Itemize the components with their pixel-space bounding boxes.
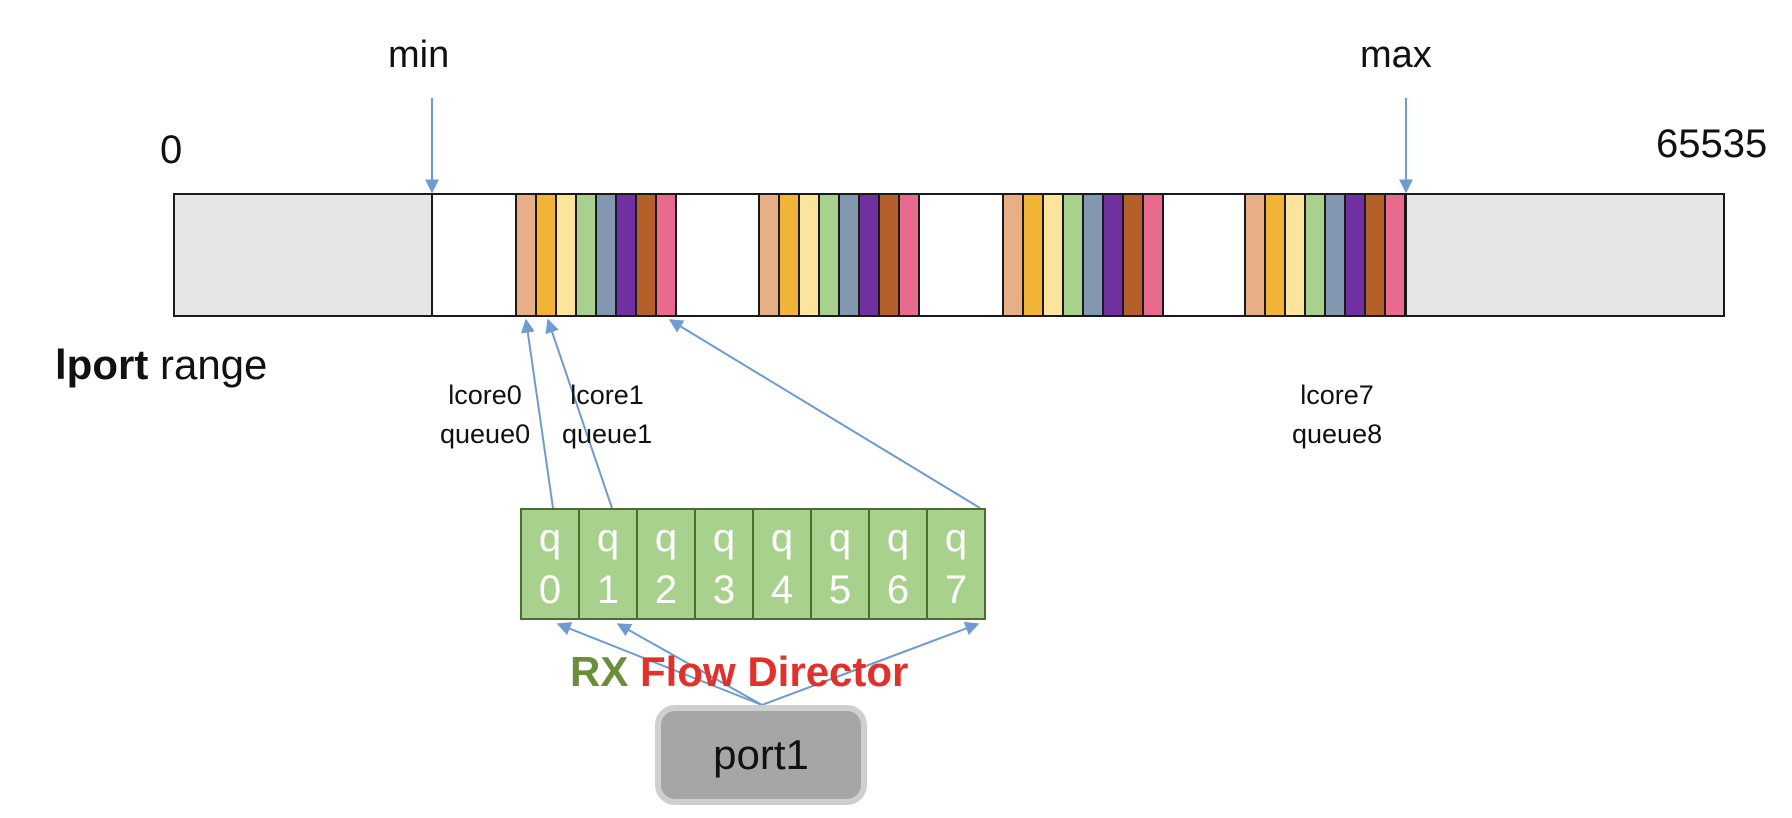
rx-text: RX bbox=[570, 648, 629, 695]
port-to-q1-arrow bbox=[616, 623, 763, 706]
queue-stripe-g3-7 bbox=[1384, 193, 1406, 317]
queue-stripe-g1-1 bbox=[778, 193, 800, 317]
queue-number: 5 bbox=[828, 568, 852, 612]
queue-stripe-g0-7 bbox=[655, 193, 677, 317]
lcore1-queue1-label: lcore1 queue1 bbox=[562, 376, 652, 454]
queue-stripe-g2-7 bbox=[1142, 193, 1164, 317]
flow-director-text: Flow Director bbox=[628, 648, 909, 695]
arrows bbox=[425, 98, 1413, 706]
queue0-text: queue0 bbox=[440, 419, 531, 450]
queue-letter: q bbox=[828, 516, 852, 560]
queue-stripe-g1-3 bbox=[818, 193, 840, 317]
queue-stripe-g2-2 bbox=[1042, 193, 1064, 317]
min-label: min bbox=[388, 34, 450, 76]
queue-number: 1 bbox=[596, 568, 620, 612]
queue-stripe-g0-0 bbox=[515, 193, 537, 317]
queue-stripe-g3-1 bbox=[1264, 193, 1286, 317]
queue-stripe-g2-6 bbox=[1122, 193, 1144, 317]
queue-letter: q bbox=[596, 516, 620, 560]
queue-number: 4 bbox=[770, 568, 794, 612]
lcore0-queue0-label: lcore0 queue0 bbox=[440, 376, 530, 454]
q0-to-lcore0-arrow bbox=[520, 318, 554, 509]
queue-stripe-g1-6 bbox=[878, 193, 900, 317]
queue-number: 6 bbox=[886, 568, 910, 612]
zero-label: 0 bbox=[160, 128, 183, 172]
queue-stripe-g2-5 bbox=[1102, 193, 1124, 317]
queue-stripe-g3-5 bbox=[1344, 193, 1366, 317]
max-port-label: 65535 bbox=[1656, 122, 1768, 166]
queue-stripe-g0-3 bbox=[575, 193, 597, 317]
queue-stripe-g0-4 bbox=[595, 193, 617, 317]
queue8-text: queue8 bbox=[1292, 419, 1383, 450]
q1-to-lcore1-arrow bbox=[545, 318, 613, 509]
queue-stripe-g1-5 bbox=[858, 193, 880, 317]
queue-number: 7 bbox=[944, 568, 968, 612]
queue-letter: q bbox=[654, 516, 678, 560]
queue-number: 2 bbox=[654, 568, 678, 612]
max-label: max bbox=[1360, 34, 1432, 76]
lcore7-text: lcore7 bbox=[1300, 380, 1374, 410]
queue-stripe-g3-4 bbox=[1324, 193, 1346, 317]
queue-letter: q bbox=[712, 516, 736, 560]
queue1-text: queue1 bbox=[562, 419, 653, 450]
queue-stripe-g0-6 bbox=[635, 193, 657, 317]
queue-stripe-g1-0 bbox=[758, 193, 780, 317]
q7-to-lcore7-arrow bbox=[668, 319, 981, 509]
port1-label: port1 bbox=[713, 731, 809, 778]
queue-number: 0 bbox=[538, 568, 562, 612]
queue-stripe-g3-3 bbox=[1304, 193, 1326, 317]
queue-stripe-g0-1 bbox=[535, 193, 557, 317]
queue-stripe-g3-2 bbox=[1284, 193, 1306, 317]
lport-range-label: lport range bbox=[55, 344, 267, 386]
queue-stripe-g2-1 bbox=[1022, 193, 1044, 317]
queue-stripe-g2-4 bbox=[1082, 193, 1104, 317]
port1-box: port1 bbox=[655, 705, 867, 805]
queue-letter: q bbox=[944, 516, 968, 560]
queue-stripe-g3-6 bbox=[1364, 193, 1386, 317]
queue-stripe-g3-0 bbox=[1244, 193, 1266, 317]
port-to-q0-arrow bbox=[556, 622, 763, 706]
queue-stripe-g0-2 bbox=[555, 193, 577, 317]
queue-number: 3 bbox=[712, 568, 736, 612]
queue-stripe-g1-7 bbox=[898, 193, 920, 317]
out-of-range-high bbox=[1405, 193, 1725, 317]
lcore0-text: lcore0 bbox=[448, 380, 522, 410]
queue-stripe-g0-5 bbox=[615, 193, 637, 317]
queue-letter: q bbox=[770, 516, 794, 560]
lcore7-queue8-label: lcore7 queue8 bbox=[1292, 376, 1382, 454]
out-of-range-low bbox=[173, 193, 433, 317]
queue-stripe-g1-2 bbox=[798, 193, 820, 317]
rx-flow-director-label: RX Flow Director bbox=[570, 648, 908, 696]
queue-stripe-g2-3 bbox=[1062, 193, 1084, 317]
queue-letter: q bbox=[538, 516, 562, 560]
range-label-text: range bbox=[148, 341, 268, 388]
queue-letter: q bbox=[886, 516, 910, 560]
queue-stripe-g2-0 bbox=[1002, 193, 1024, 317]
lport-label-bold: lport bbox=[55, 341, 149, 388]
port-to-q7-arrow bbox=[761, 621, 980, 706]
lcore1-text: lcore1 bbox=[570, 380, 644, 410]
lport-range-bar bbox=[173, 193, 1725, 317]
queue-stripe-g1-4 bbox=[838, 193, 860, 317]
